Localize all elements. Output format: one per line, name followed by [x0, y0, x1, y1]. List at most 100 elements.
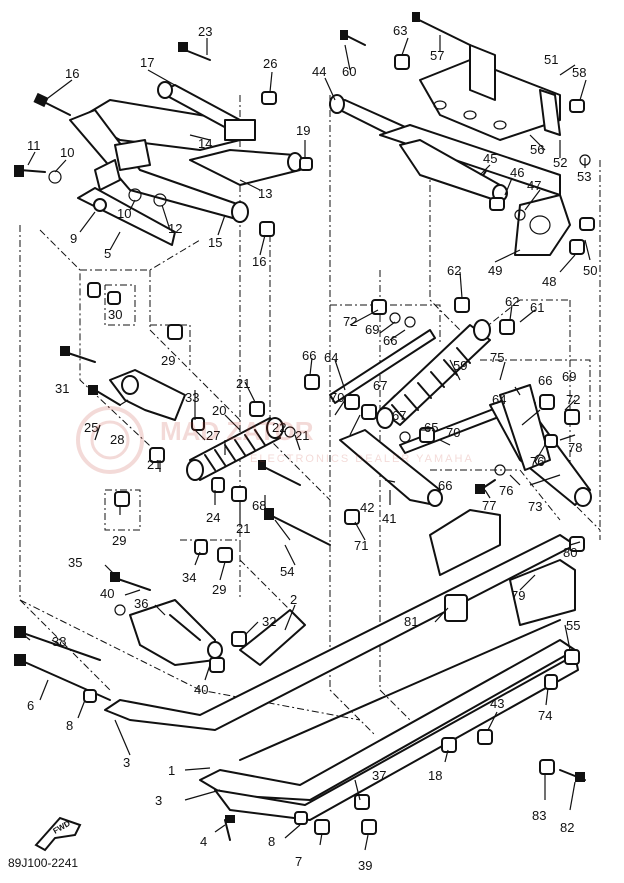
callout-30: 30	[108, 307, 122, 322]
callout-62b: 62	[505, 294, 519, 309]
callout-21a: 21	[236, 376, 250, 391]
callout-10b: 10	[117, 206, 131, 221]
callout-72a: 72	[343, 314, 357, 329]
callout-8b: 8	[268, 834, 275, 849]
callout-11: 11	[27, 138, 41, 153]
callout-12: 12	[168, 221, 182, 236]
callout-18: 18	[428, 768, 442, 783]
callout-50: 50	[583, 263, 597, 278]
callout-44: 44	[312, 64, 326, 79]
callout-29c: 29	[112, 533, 126, 548]
callout-49: 49	[488, 263, 502, 278]
assembly-guide-lines	[19, 95, 601, 736]
callout-10a: 10	[60, 145, 74, 160]
callout-45: 45	[483, 151, 497, 166]
callout-67a: 67	[373, 378, 387, 393]
callout-1: 1	[168, 763, 175, 778]
callout-72b: 72	[566, 392, 580, 407]
leader-lines	[19, 35, 591, 851]
callout-3b: 3	[155, 793, 162, 808]
callout-77: 77	[482, 498, 496, 513]
hardware	[14, 12, 595, 841]
callout-57: 57	[430, 48, 444, 63]
callout-69a: 69	[365, 322, 379, 337]
callout-21d: 21	[236, 521, 250, 536]
callout-20: 20	[212, 403, 226, 418]
front-bracket-arm	[77, 159, 176, 246]
callout-58: 58	[572, 65, 586, 80]
callout-65: 65	[424, 420, 438, 435]
callout-56: 56	[530, 142, 544, 157]
front-direction-arrow: FWD	[34, 816, 82, 852]
callout-61: 61	[530, 300, 544, 315]
callout-80: 80	[563, 545, 577, 560]
callout-6: 6	[27, 698, 34, 713]
callout-63: 63	[393, 23, 407, 38]
front-upper-arm	[69, 81, 303, 223]
callout-16a: 16	[65, 66, 79, 81]
callout-5: 5	[104, 246, 111, 261]
diagram-reference-code: 89J100-2241	[8, 856, 79, 870]
callout-82: 82	[560, 820, 574, 835]
callout-43: 43	[490, 696, 504, 711]
callout-46: 46	[510, 165, 524, 180]
callout-26: 26	[263, 56, 277, 71]
callout-59: 59	[453, 358, 467, 373]
callout-38: 38	[52, 634, 66, 649]
callout-83: 83	[532, 808, 546, 823]
rear-pivot-arm	[489, 384, 592, 507]
callout-47: 47	[527, 178, 541, 193]
callout-66b: 66	[302, 348, 316, 363]
callout-27: 27	[206, 428, 220, 443]
callout-66a: 66	[383, 333, 397, 348]
callout-25: 25	[84, 420, 98, 435]
callout-34: 34	[182, 570, 196, 585]
callout-21b: 21	[295, 428, 309, 443]
callout-23: 23	[198, 24, 212, 39]
callout-70a: 70	[330, 390, 344, 405]
watermark-brand: MAD ZATOR	[160, 416, 314, 446]
callout-2: 2	[290, 592, 297, 607]
callout-17: 17	[140, 55, 154, 70]
callout-21c: 21	[147, 457, 161, 472]
callout-8a: 8	[66, 718, 73, 733]
callout-48: 48	[542, 274, 556, 289]
callout-60: 60	[342, 64, 356, 79]
callout-70b: 70	[446, 425, 460, 440]
callout-78: 78	[568, 440, 582, 455]
callout-22: 22	[272, 420, 286, 435]
callout-67b: 67	[392, 408, 406, 423]
callout-28: 28	[110, 432, 124, 447]
front-lower-bracket	[129, 599, 223, 666]
callout-68: 68	[252, 498, 266, 513]
callout-37: 37	[372, 768, 386, 783]
callout-76a: 76	[530, 454, 544, 469]
callout-51: 51	[544, 52, 558, 67]
callout-15: 15	[208, 235, 222, 250]
callout-79: 79	[511, 588, 525, 603]
callout-35: 35	[68, 555, 82, 570]
callout-33: 33	[185, 390, 199, 405]
callout-64b: 64	[492, 392, 506, 407]
callout-54: 54	[280, 564, 294, 579]
watermark-tagline: ELECTRONICS DEALER YAMAHA	[250, 453, 474, 465]
callout-4: 4	[200, 834, 207, 849]
callout-69b: 69	[562, 369, 576, 384]
callout-16b: 16	[252, 254, 266, 269]
callout-62a: 62	[447, 263, 461, 278]
callout-55: 55	[566, 618, 580, 633]
callout-53: 53	[577, 169, 591, 184]
callout-7: 7	[295, 854, 302, 869]
rail-connector-arm	[239, 609, 306, 666]
front-shock-absorber	[186, 417, 284, 481]
callout-9: 9	[70, 231, 77, 246]
callout-66c: 66	[538, 373, 552, 388]
callout-39: 39	[358, 858, 372, 873]
slide-rail-upper	[104, 509, 576, 731]
callout-76b: 76	[499, 483, 513, 498]
callout-3a: 3	[123, 755, 130, 770]
callout-64a: 64	[324, 350, 338, 365]
callout-75: 75	[490, 350, 504, 365]
callout-labels: 23 17 16 26 19 14 13 15 16 11 10 10 12 9…	[27, 23, 597, 873]
